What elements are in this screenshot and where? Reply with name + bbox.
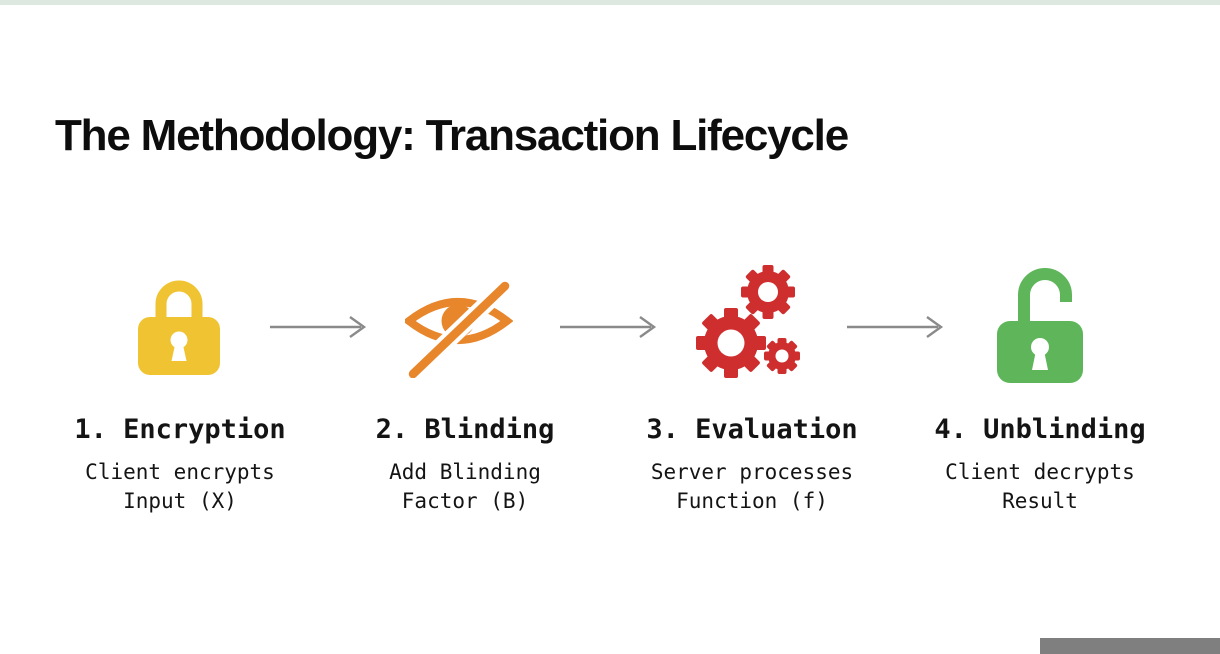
step-description: Add Blinding Factor (B) — [320, 458, 610, 516]
step-unblinding: 4. Unblinding Client decrypts Result — [895, 412, 1185, 516]
closed-padlock-icon — [138, 280, 220, 375]
step-description: Client decrypts Result — [895, 458, 1185, 516]
eye-slash-icon — [405, 279, 513, 378]
step-label: 3. Evaluation — [646, 414, 858, 445]
page-title: The Methodology: Transaction Lifecycle — [55, 111, 849, 161]
bottom-right-bar — [1040, 638, 1220, 654]
step-description-line1: Client encrypts — [85, 460, 275, 484]
step-description-line1: Server processes — [650, 460, 854, 484]
step-evaluation: 3. Evaluation Server processes Function … — [607, 412, 897, 516]
step-label: 2. Blinding — [375, 414, 555, 445]
open-padlock-icon — [997, 268, 1083, 383]
step-description-line1: Client decrypts — [945, 460, 1135, 484]
step-label: 1. Encryption — [74, 414, 286, 445]
step-encryption: 1. Encryption Client encrypts Input (X) — [35, 412, 325, 516]
step-description-line1: Add Blinding — [389, 460, 541, 484]
top-accent-strip — [0, 0, 1220, 5]
step-label: 4. Unblinding — [934, 414, 1146, 445]
flow-arrow — [560, 316, 657, 338]
step-description-line2: Input (X) — [123, 489, 237, 513]
step-blinding: 2. Blinding Add Blinding Factor (B) — [320, 412, 610, 516]
step-description: Server processes Function (f) — [607, 458, 897, 516]
step-description-line2: Function (f) — [676, 489, 828, 513]
gears-icon — [696, 265, 800, 378]
step-description-line2: Factor (B) — [401, 489, 529, 513]
step-description-line2: Result — [1002, 489, 1078, 513]
step-description: Client encrypts Input (X) — [35, 458, 325, 516]
flow-arrow — [270, 316, 367, 338]
flow-arrow — [847, 316, 944, 338]
